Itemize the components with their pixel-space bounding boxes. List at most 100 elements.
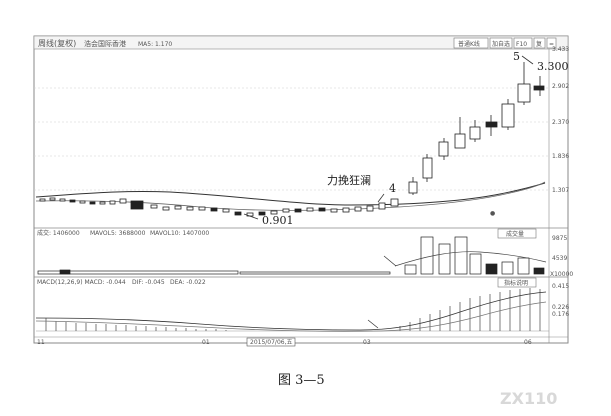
volume-ma5: MAVOL5: 3688000 [90, 230, 146, 237]
small-marker: ● [490, 210, 495, 217]
candle [119, 198, 127, 204]
volume-bar [59, 269, 71, 275]
annotation-note: 力挽狂澜 [327, 173, 371, 187]
volume-bar [533, 267, 545, 275]
macd-tick-1: 0.415 [552, 283, 569, 290]
macd-histogram [45, 288, 541, 331]
crosshair-date-box [246, 337, 296, 347]
time-label-4: 06 [524, 339, 532, 346]
candle [378, 202, 386, 210]
price-axis-top: 3.433 [552, 46, 569, 53]
indicator-help-label: 指标说明 [504, 279, 528, 287]
high-arrow [521, 55, 534, 65]
candle [99, 201, 106, 205]
candle [198, 206, 206, 211]
restore-right-button[interactable] [533, 37, 546, 49]
macd-dif-line [35, 291, 547, 331]
candle [162, 206, 170, 211]
kline-type-button[interactable] [453, 37, 489, 49]
volume-tick-3: X10000 [550, 271, 573, 278]
volume-button[interactable] [497, 228, 537, 239]
candle [330, 208, 338, 213]
volume-tick-1: 9875 [552, 235, 567, 242]
volume-tick-2: 4539 [552, 255, 567, 262]
indicator-help-button[interactable] [497, 277, 537, 288]
candle [454, 133, 466, 149]
candle [408, 181, 418, 194]
restore-right-label: 复 [536, 40, 542, 48]
candle [79, 200, 86, 204]
candle [89, 201, 96, 205]
high-price-label: 3.300 [537, 60, 569, 73]
time-label-crosshair: 2015/07/06,五 [250, 339, 293, 346]
price-tick-4: 1.307 [552, 187, 569, 194]
time-label-2: 01 [202, 339, 210, 346]
candle [109, 200, 116, 205]
chart-frame [33, 35, 569, 344]
candle [294, 208, 302, 213]
wave-arrow [377, 193, 385, 203]
candle [485, 121, 498, 128]
volume-bar [239, 271, 391, 275]
candle [318, 207, 326, 212]
candle [282, 208, 290, 213]
volume-bar [404, 264, 417, 275]
watermark-logo: ZX110 [500, 389, 557, 408]
candle [258, 211, 266, 216]
volume-bar [454, 236, 468, 275]
candle [59, 198, 66, 202]
low-arrow [243, 213, 259, 220]
volume-button-label: 成交量 [506, 230, 524, 238]
candle [222, 208, 230, 213]
macd-dea: DEA: -0.022 [170, 279, 206, 286]
high-marker: 5 [513, 50, 520, 63]
volume-bar [469, 253, 482, 275]
header-bar [33, 35, 569, 50]
candle [210, 207, 218, 212]
add-watchlist-label: 加自选 [492, 40, 510, 48]
volume-bars [37, 236, 545, 275]
stock-name: 浩会国际香港 [84, 39, 126, 48]
wave-marker: 4 [389, 182, 396, 195]
candle [306, 207, 314, 212]
volume-label: 成交: 1406000 [37, 229, 80, 237]
time-label-1: 11 [37, 339, 45, 346]
f10-button[interactable] [513, 37, 533, 49]
ma-line-long [35, 182, 546, 206]
header-buttons: 普通K线 加自选 F10 复 = [453, 37, 557, 49]
panel-toggle-icon: = [549, 41, 554, 48]
volume-bar [420, 236, 434, 275]
ma5-indicator: MA5: 1.170 [138, 41, 172, 48]
price-tick-1: 2.902 [552, 83, 569, 90]
panel-toggle-button[interactable] [546, 37, 557, 49]
candle [366, 205, 374, 212]
volume-bar [501, 261, 514, 275]
candle [69, 199, 76, 203]
macd-arrow [367, 319, 379, 329]
macd-dif: DIF: -0.045 [132, 279, 165, 286]
volume-ma-line [394, 251, 547, 267]
candle [517, 83, 531, 103]
volume-bar [37, 270, 239, 275]
candle [342, 207, 350, 213]
time-label-3: 03 [363, 339, 371, 346]
low-price-label: 0.901 [262, 214, 294, 227]
kline-type-label: 普通K线 [458, 40, 480, 48]
candle [533, 85, 545, 91]
price-grid [34, 87, 549, 191]
volume-bar [438, 243, 451, 275]
candle [390, 198, 399, 207]
f10-label: F10 [516, 41, 527, 48]
macd-dea-line [35, 301, 547, 332]
volume-arrow [383, 255, 397, 267]
volume-bar [485, 263, 498, 275]
figure-caption: 图 3—5 [278, 373, 325, 388]
candle [501, 103, 515, 128]
add-watchlist-button[interactable] [489, 37, 513, 49]
candle [174, 205, 182, 210]
macd-tick-3: 0.176 [552, 311, 569, 318]
candle [438, 141, 449, 157]
price-tick-3: 1.836 [552, 153, 569, 160]
candlesticks [39, 62, 545, 217]
